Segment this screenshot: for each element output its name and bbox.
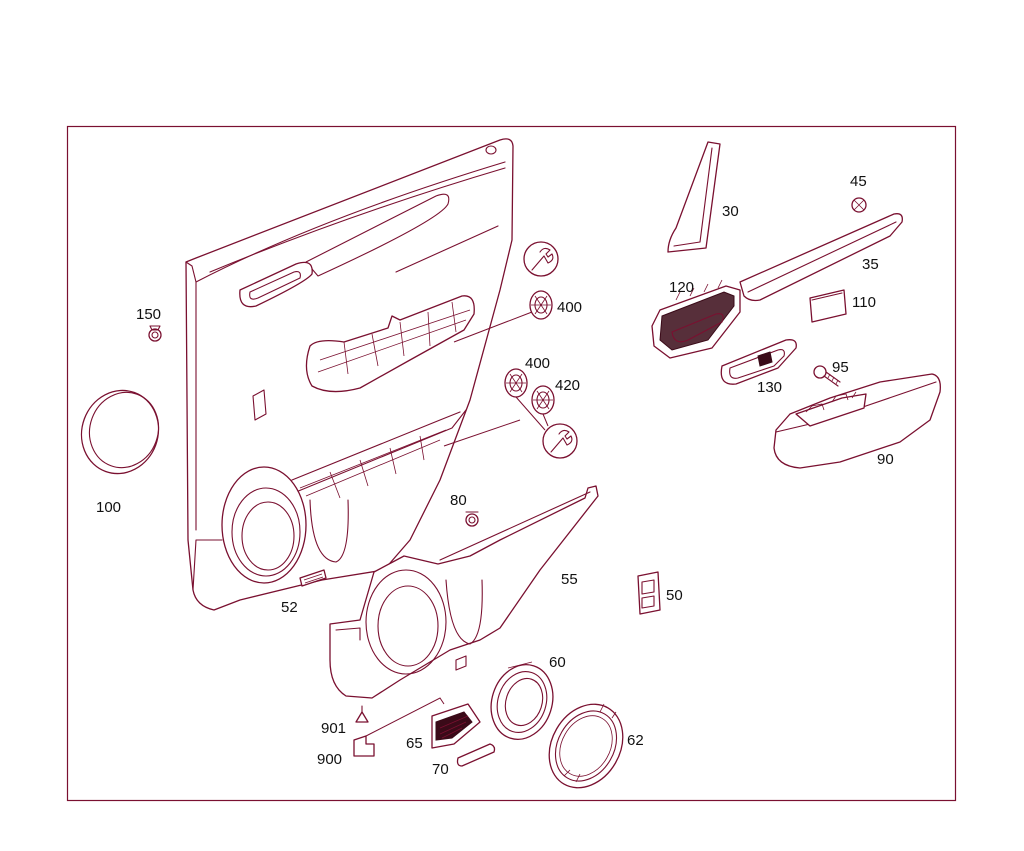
label-400-lower: 400 [525, 355, 550, 372]
label-60: 60 [549, 654, 566, 671]
part-62-grille-ring[interactable] [535, 691, 638, 801]
label-110: 110 [852, 294, 876, 311]
label-52: 52 [281, 599, 298, 616]
part-50-switch[interactable] [637, 571, 661, 615]
label-90: 90 [877, 451, 894, 468]
label-35: 35 [862, 256, 879, 273]
wrench-icon [443, 396, 578, 459]
part-130-handle[interactable] [720, 339, 797, 385]
part-901-bulb[interactable] [355, 705, 369, 723]
label-130: 130 [757, 379, 782, 396]
label-120: 120 [669, 279, 694, 296]
label-70: 70 [432, 761, 449, 778]
part-30-trim[interactable] [667, 141, 721, 253]
label-901: 901 [321, 720, 346, 737]
part-900-socket[interactable] [353, 697, 445, 757]
part-400-grommet-lower[interactable] [504, 368, 528, 398]
part-110-cover[interactable] [809, 289, 847, 323]
lower-trim-55[interactable] [329, 485, 599, 699]
label-900: 900 [317, 751, 342, 768]
part-150-clip[interactable] [148, 325, 162, 342]
label-80: 80 [450, 492, 467, 509]
label-45: 45 [850, 173, 867, 190]
part-65-lamp[interactable] [431, 703, 481, 749]
part-70-lens[interactable] [456, 743, 496, 767]
part-100-disc[interactable] [70, 380, 170, 485]
label-420: 420 [555, 377, 580, 394]
label-100: 100 [96, 499, 121, 516]
part-90-switch-panel[interactable] [773, 373, 941, 469]
part-95-screw[interactable] [813, 365, 841, 387]
part-400-grommet-upper[interactable] [453, 290, 553, 343]
label-65: 65 [406, 735, 423, 752]
part-60-speaker-ring[interactable] [482, 657, 563, 748]
label-150: 150 [136, 306, 161, 323]
part-35-trim-strip[interactable] [739, 213, 903, 302]
diagram-frame [66, 125, 957, 802]
wrench-icon [523, 241, 559, 277]
label-62: 62 [627, 732, 644, 749]
label-50: 50 [666, 587, 683, 604]
part-45-screw[interactable] [851, 197, 867, 213]
label-55: 55 [561, 571, 578, 588]
door-panel-52[interactable] [185, 138, 514, 611]
part-labels: 150 100 52 80 55 400 400 420 30 45 35 12… [96, 173, 894, 778]
part-80-clip[interactable] [465, 511, 479, 527]
part-120-handle-housing[interactable] [651, 279, 741, 359]
part-420-grommet[interactable] [531, 385, 555, 415]
label-95: 95 [832, 359, 849, 376]
label-30: 30 [722, 203, 739, 220]
label-400-upper: 400 [557, 299, 582, 316]
